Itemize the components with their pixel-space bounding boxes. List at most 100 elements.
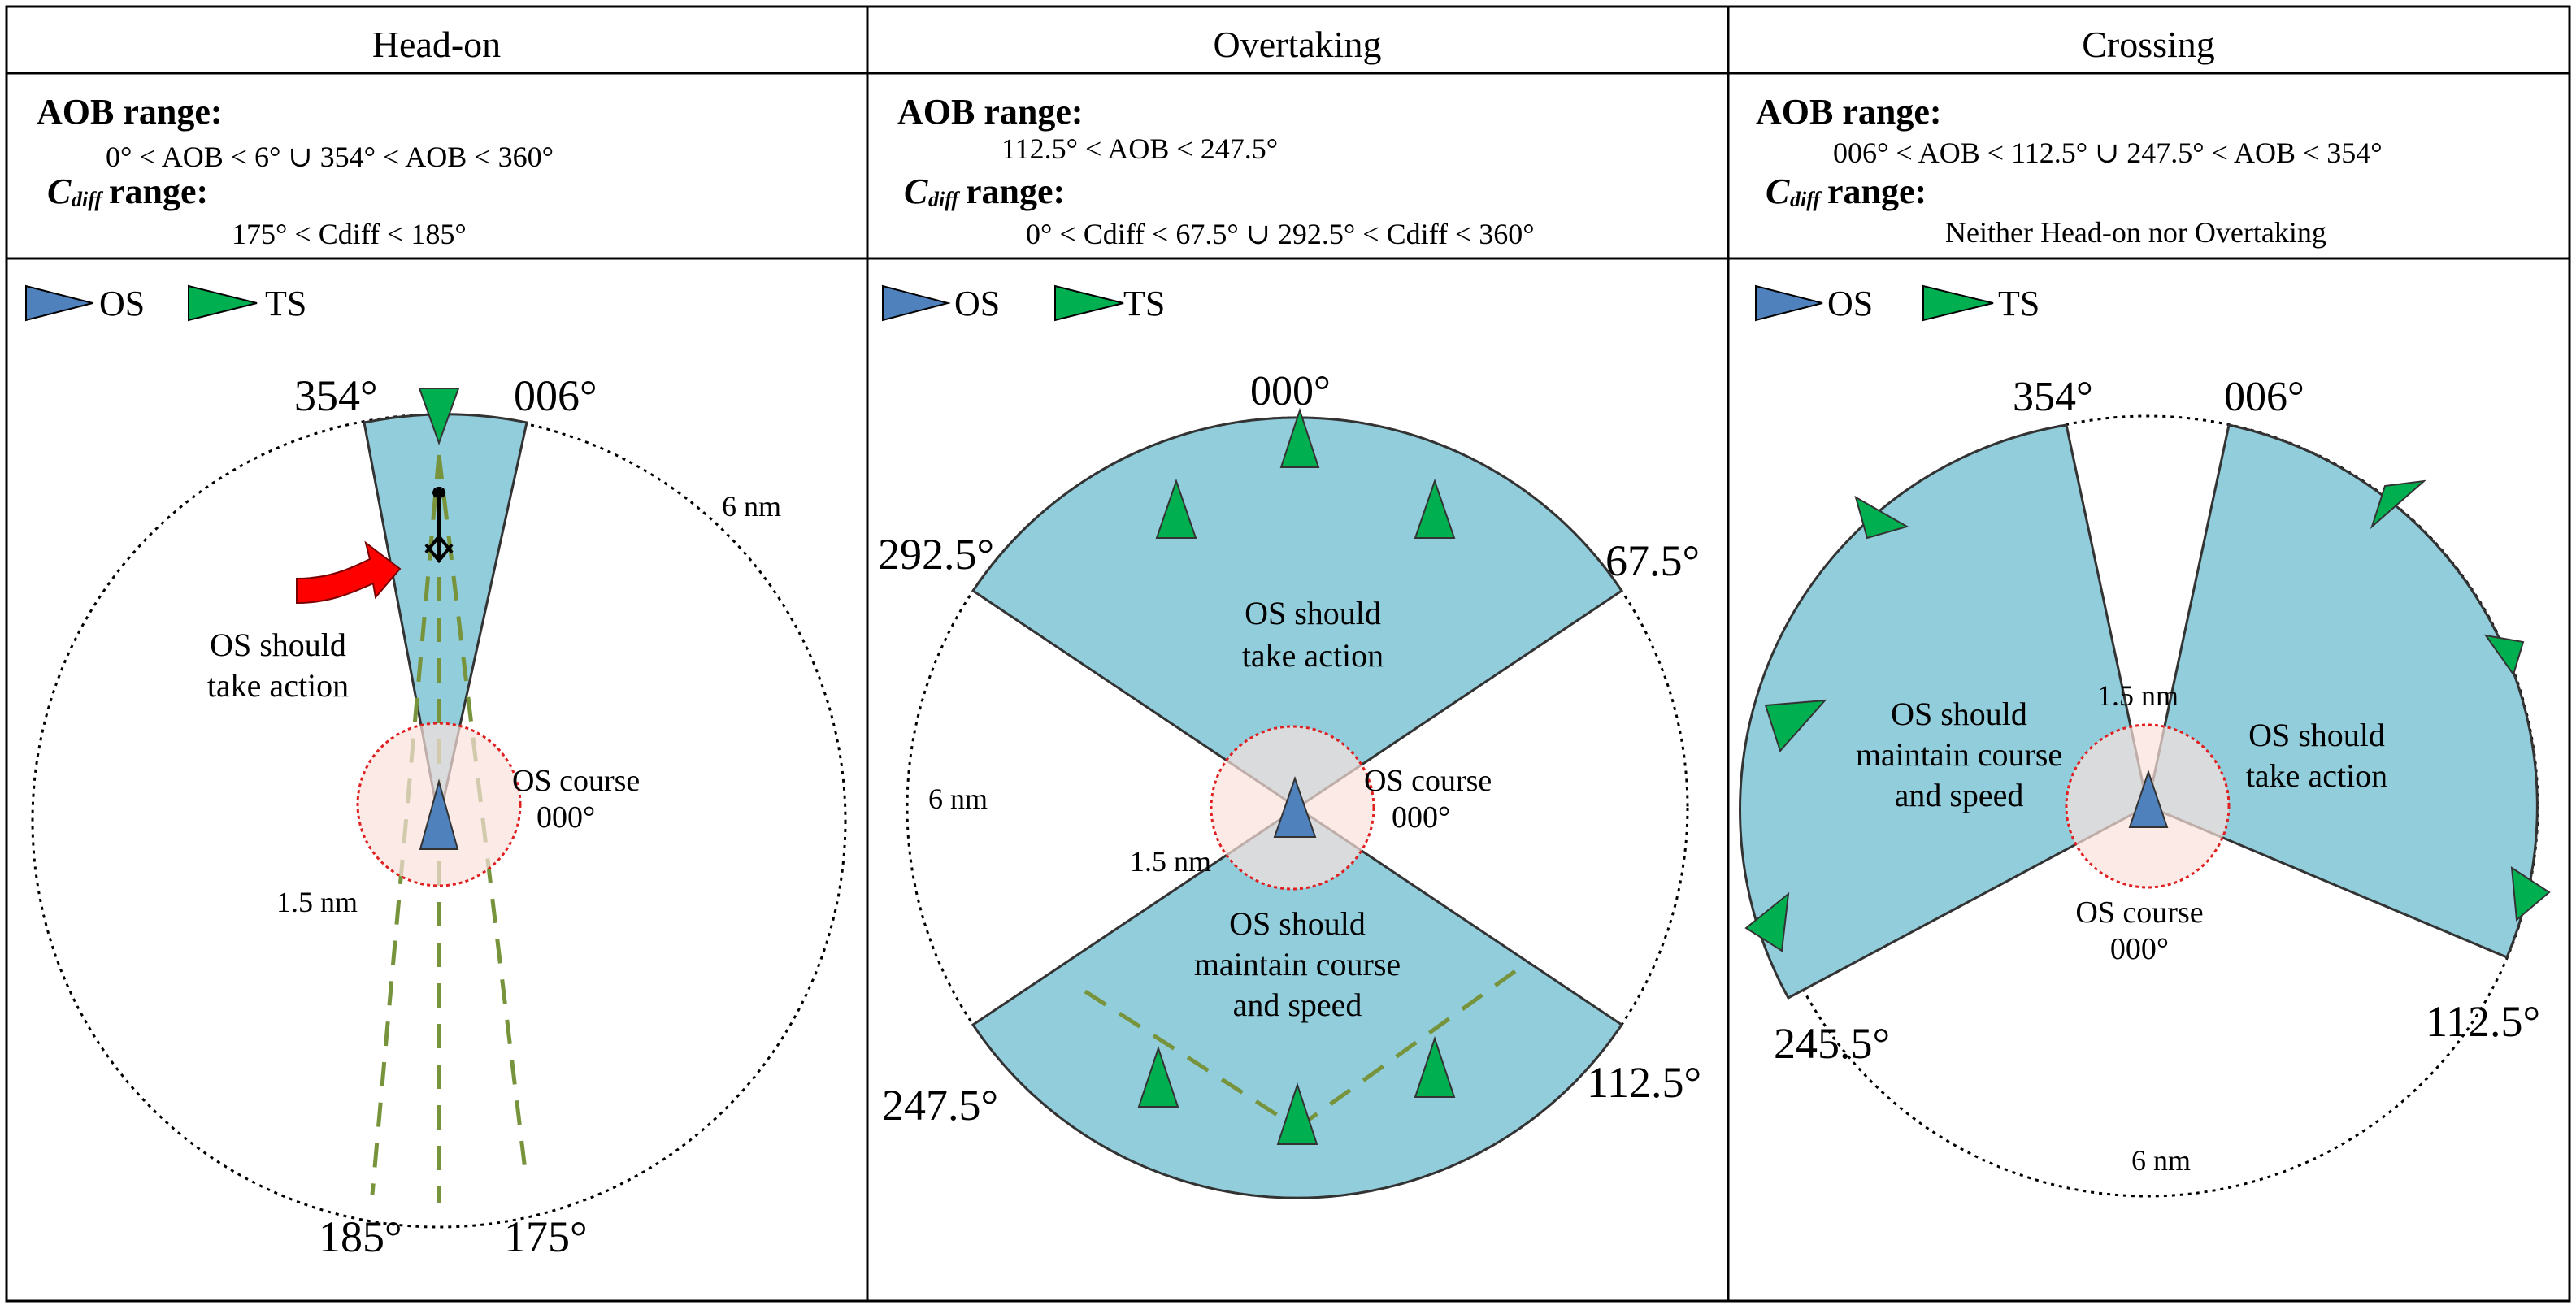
bearing-label: 185° xyxy=(319,1212,402,1261)
action-arrow-icon xyxy=(296,540,402,605)
cdiff-symbol: C xyxy=(47,171,72,211)
aob-range-title: AOB range: xyxy=(897,92,1084,132)
action-label: take action xyxy=(207,667,349,704)
course-label: OS course xyxy=(512,764,640,798)
maintain-label: OS should xyxy=(1891,696,2027,732)
course-label: OS course xyxy=(2075,896,2203,930)
bearing-label: 006° xyxy=(2224,374,2304,420)
maintain-label: and speed xyxy=(1895,777,2024,813)
ts-vessel-icon xyxy=(1414,1035,1456,1098)
os-vessel-icon xyxy=(1273,775,1317,838)
legend-ts-label: TS xyxy=(1998,284,2040,323)
cdiff-symbol: C xyxy=(904,171,928,211)
column-header-head-on: Head-on xyxy=(372,24,501,65)
cdiff-range-value: Neither Head-on nor Overtaking xyxy=(1945,216,2326,249)
cdiff-range-value: 175° < Cdiff < 185° xyxy=(232,218,467,250)
aob-range-value: 112.5° < AOB < 247.5° xyxy=(1001,132,1278,165)
bearing-label: 354° xyxy=(294,371,378,420)
bearing-label: 67.5° xyxy=(1605,536,1700,585)
course-label: 000° xyxy=(2110,932,2169,966)
os-triangle-icon xyxy=(882,284,951,322)
inner-radius-label: 1.5 nm xyxy=(1130,845,1211,878)
cdiff-range-title: range: xyxy=(1827,171,1927,211)
bearing-label: 292.5° xyxy=(878,530,994,579)
bearing-label: 000° xyxy=(1250,368,1331,414)
cdiff-subscript: diff xyxy=(72,188,103,211)
aob-range-value: 006° < AOB < 112.5° ∪ 247.5° < AOB < 354… xyxy=(1833,137,2383,169)
ts-vessel-icon xyxy=(1764,699,1827,752)
cdiff-range-value: 0° < Cdiff < 67.5° ∪ 292.5° < Cdiff < 36… xyxy=(1026,218,1535,250)
maintain-label: maintain course xyxy=(1194,946,1401,982)
head-on-ranges: AOB range: 0° < AOB < 6° ∪ 354° < AOB < … xyxy=(37,92,554,250)
cdiff-range-title: range: xyxy=(109,171,208,211)
maintain-label: OS should xyxy=(1229,905,1366,942)
ts-vessel-icon xyxy=(1744,891,1790,952)
crossing-port-sector xyxy=(1739,423,2149,1000)
aob-range-value: 0° < AOB < 6° ∪ 354° < AOB < 360° xyxy=(106,141,554,173)
legend-os-label: OS xyxy=(1827,284,1873,323)
legend-ts-label: TS xyxy=(1123,284,1165,323)
bearing-label: 245.5° xyxy=(1774,1019,1890,1068)
ts-vessel-icon xyxy=(1279,407,1320,468)
os-vessel-icon xyxy=(2128,769,2169,828)
course-label: OS course xyxy=(1364,764,1492,798)
bearing-label: 112.5° xyxy=(2426,997,2540,1046)
os-triangle-icon xyxy=(25,284,93,322)
cdiff-subscript: diff xyxy=(1790,188,1822,211)
aob-range-title: AOB range: xyxy=(1756,92,1942,132)
column-header-overtaking: Overtaking xyxy=(1214,24,1382,65)
action-label: take action xyxy=(2246,757,2387,794)
legend-ts-label: TS xyxy=(265,284,306,323)
crossing-starboard-sector xyxy=(2146,423,2539,959)
overtaking-astern-sector xyxy=(971,806,1624,1199)
action-label: OS should xyxy=(2248,717,2385,753)
maintain-label: maintain course xyxy=(1856,736,2062,773)
ts-vessel-icon xyxy=(2370,479,2427,530)
action-label: OS should xyxy=(210,627,346,663)
legend-os-label: OS xyxy=(99,284,145,323)
os-triangle-icon xyxy=(1755,284,1823,322)
inner-radius-label: 1.5 nm xyxy=(276,886,358,918)
course-label: 000° xyxy=(1392,800,1450,835)
ts-triangle-icon xyxy=(188,284,258,322)
bearing-label: 247.5° xyxy=(882,1081,998,1130)
bearing-label: 354° xyxy=(2013,374,2093,420)
os-vessel-icon xyxy=(419,778,459,850)
ts-vessel-icon xyxy=(1276,1082,1318,1145)
course-lines xyxy=(1084,961,1528,1130)
overtaking-panel: OS TS 000° 292.5° 67.5° 247.5° 112.5° 6 … xyxy=(878,284,1701,1199)
ts-triangle-icon xyxy=(1054,284,1124,322)
ts-vessel-icon xyxy=(1137,1045,1179,1108)
ts-vessel-icon xyxy=(2510,866,2551,922)
outer-radius-label: 6 nm xyxy=(722,490,781,523)
ts-vessel-icon xyxy=(1155,478,1197,539)
course-label: 000° xyxy=(536,800,595,835)
outer-radius-label: 6 nm xyxy=(2131,1144,2191,1177)
cdiff-symbol: C xyxy=(1766,171,1790,211)
legend-os-label: OS xyxy=(954,284,1000,323)
crossing-ranges: AOB range: 006° < AOB < 112.5° ∪ 247.5° … xyxy=(1756,92,2383,249)
overtaking-ranges: AOB range: 112.5° < AOB < 247.5° C diff … xyxy=(897,92,1535,250)
inner-radius-label: 1.5 nm xyxy=(2097,679,2179,712)
bearing-label: 175° xyxy=(504,1212,588,1261)
ts-triangle-icon xyxy=(1922,284,1994,322)
aob-range-title: AOB range: xyxy=(37,92,223,132)
bearing-label: 112.5° xyxy=(1587,1058,1701,1107)
outer-range-circle xyxy=(31,413,847,1229)
cdiff-subscript: diff xyxy=(928,188,960,211)
head-on-panel: OS TS * 354° 006° 185° 175° 6 n xyxy=(25,284,847,1261)
action-label: take action xyxy=(1242,637,1384,674)
column-header-crossing: Crossing xyxy=(2082,24,2215,65)
outer-radius-label: 6 nm xyxy=(928,783,988,815)
crossing-panel: OS TS 354° 006° 245.5° 112.5° 6 nm 1.5 n… xyxy=(1739,284,2551,1198)
cdiff-range-title: range: xyxy=(966,171,1065,211)
ts-vessel-icon xyxy=(1854,495,1909,540)
maintain-label: and speed xyxy=(1233,987,1362,1023)
svg-text:*: * xyxy=(433,484,445,510)
table-grid xyxy=(5,5,2571,1303)
ts-vessel-icon xyxy=(1414,478,1456,539)
separation-arrow-icon: * xyxy=(424,483,454,564)
ts-vessel-icon xyxy=(418,388,460,445)
bearing-label: 006° xyxy=(514,371,597,420)
